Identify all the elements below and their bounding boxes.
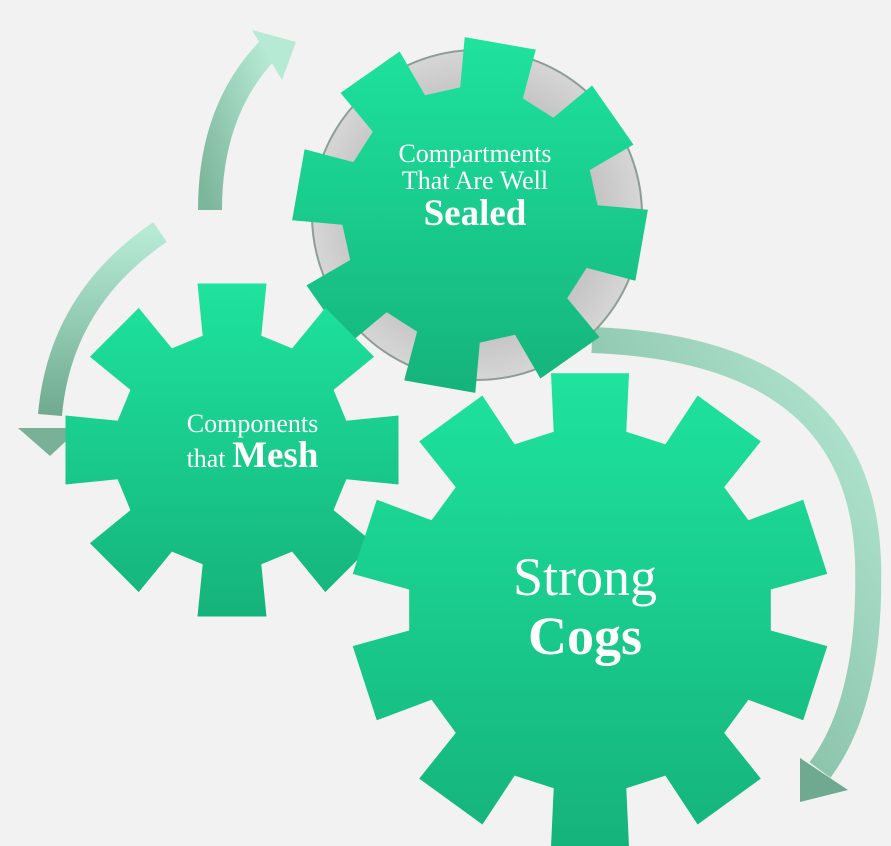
- gear-cogs-label: Strong Cogs: [455, 547, 715, 667]
- gear-sealed-bold: Sealed: [423, 192, 527, 234]
- gear-sealed-line2: That Are Well: [401, 166, 549, 196]
- gear-sealed: [292, 37, 648, 393]
- cycle-arrow-left: [18, 222, 167, 456]
- cycle-arrow-top-left: [198, 30, 296, 211]
- gear-mesh-prefix: that: [186, 444, 233, 474]
- gear-sealed-label: Compartments That Are Well Sealed: [345, 140, 605, 233]
- gear-cogs: [352, 373, 828, 846]
- gear-cogs-bold: Cogs: [527, 606, 642, 667]
- gear-mesh-bold: Mesh: [232, 435, 319, 477]
- cycle-arrow-right: [591, 327, 882, 802]
- gear-sealed-line1: Compartments: [398, 139, 552, 168]
- gear-mesh-label: Components that Mesh: [135, 410, 370, 476]
- gear-mesh-line1: Components: [186, 409, 319, 438]
- gear-cogs-line1: Strong: [512, 547, 658, 607]
- gear-mesh: [65, 283, 399, 617]
